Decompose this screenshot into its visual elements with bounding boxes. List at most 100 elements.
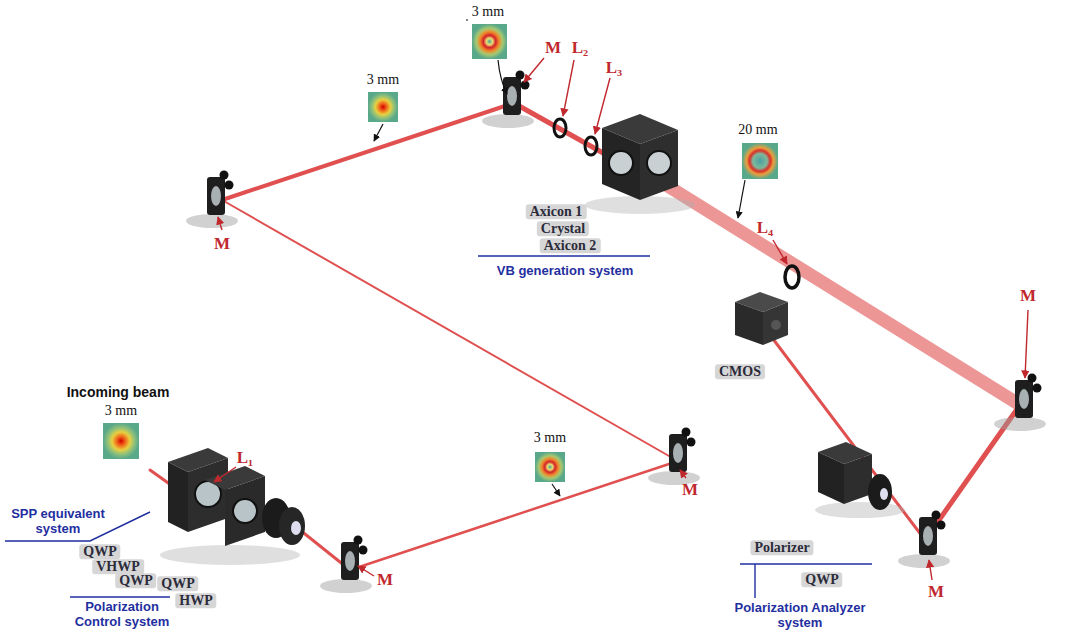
laser-beam: [350, 463, 672, 570]
analyzer-and-camera: [735, 302, 763, 345]
component-tag: M: [377, 571, 393, 590]
leader-arrow: [595, 78, 610, 134]
inset-pointer: [374, 124, 383, 141]
spp-and-polarization-optics: [160, 545, 300, 565]
spp-and-polarization-optics: [225, 476, 265, 546]
component-tag: M: [1020, 287, 1036, 306]
system-name: VB generation system: [497, 264, 634, 279]
group-bracket: [754, 564, 755, 598]
vb-generation-optics: [602, 128, 640, 200]
component-name: Crystal: [537, 221, 589, 236]
spp-and-polarization-optics: [160, 448, 305, 565]
spp-and-polarization-optics: [279, 507, 305, 545]
inset-pointer: [552, 484, 560, 496]
component-name: QWP: [115, 573, 156, 588]
laser-beam: [150, 102, 1020, 570]
beam-profile-inset: [472, 24, 507, 59]
system-name: Polarization Analyzer system: [720, 601, 880, 630]
component-name: HWP: [175, 593, 216, 608]
analyzer-and-camera: [844, 454, 872, 504]
vb-generation-optics: [585, 137, 597, 155]
mirror-mount: [898, 511, 950, 569]
inset-pointer: [374, 60, 745, 496]
leader-arrow: [680, 470, 686, 478]
component-name: QWP: [801, 572, 842, 587]
vb-generation-optics: [647, 151, 671, 175]
dimension-label: 3 mm: [105, 403, 137, 418]
analyzer-and-camera: [763, 302, 788, 345]
inset-pointer: [738, 180, 745, 218]
leader-arrow: [929, 560, 932, 580]
vb-generation-optics: [554, 114, 799, 288]
component-name: Axicon 2: [540, 238, 601, 253]
component-name: Axicon 1: [526, 204, 587, 219]
beam-profile-inset: [103, 423, 139, 459]
analyzer-and-camera: [735, 292, 905, 518]
component-name: CMOS: [715, 364, 765, 379]
analyzer-and-camera: [771, 320, 781, 330]
component-tag: M: [214, 235, 230, 254]
dimension-label: 3 mm: [472, 4, 504, 19]
vb-generation-optics: [785, 266, 799, 288]
mirror-mount: [994, 374, 1046, 432]
vb-generation-optics: [640, 130, 678, 200]
laser-beam: [222, 200, 676, 460]
leader-arrow: [214, 467, 236, 482]
component-name: QWP: [79, 544, 120, 559]
inset-pointer: [498, 60, 507, 94]
component-tag: L₃: [606, 59, 622, 78]
dimension-arrow: [466, 19, 468, 20]
component-tag: M: [545, 39, 561, 58]
leader-arrow: [1025, 310, 1028, 378]
laser-beam: [300, 530, 345, 566]
system-name: Polarization Control system: [72, 600, 172, 629]
component-tag: L₄: [757, 219, 773, 238]
spp-and-polarization-optics: [233, 499, 257, 523]
mirror-mount: [320, 536, 372, 594]
leader-arrow: [773, 240, 787, 264]
laser-beam: [770, 335, 925, 540]
group-bracket: [5, 256, 872, 598]
beam-caption: Incoming beam: [67, 385, 170, 400]
dimension-label: 3 mm: [534, 430, 566, 445]
beam-profile-inset: [368, 92, 398, 122]
analyzer-and-camera: [880, 488, 888, 500]
component-tag: M: [928, 583, 944, 602]
vb-generation-optics: [609, 151, 633, 175]
vb-generation-optics: [554, 119, 566, 137]
group-bracket: [70, 596, 170, 597]
dimension-label: 3 mm: [367, 72, 399, 87]
dimension-arrow: [104, 20, 468, 421]
analyzer-and-camera: [818, 452, 844, 504]
beam-profile-inset: [535, 452, 565, 482]
spp-and-polarization-optics: [188, 458, 228, 532]
beam-profile-inset: [103, 24, 778, 482]
dimension-label: 20 mm: [738, 122, 777, 137]
leader-arrow: [524, 58, 544, 82]
laser-beam: [222, 105, 508, 200]
laser-beam: [650, 175, 1020, 405]
spp-and-polarization-optics: [291, 521, 301, 535]
laser-beam: [512, 102, 612, 158]
leader-arrow: [218, 217, 222, 230]
beam-profile-inset: [742, 143, 778, 179]
group-bracket: [478, 255, 650, 256]
mirror-mount: [186, 171, 238, 229]
leader-arrow: [563, 60, 574, 116]
system-name: SPP equivalent system: [2, 507, 114, 536]
component-name: QWP: [157, 576, 198, 591]
leader-arrow: [214, 58, 1028, 580]
leader-arrow: [358, 566, 374, 576]
analyzer-and-camera: [815, 502, 905, 518]
component-tag: L₁: [237, 449, 253, 468]
mirror-mount: [186, 71, 1046, 594]
component-name: Polarizer: [750, 540, 813, 555]
component-tag: L₂: [572, 39, 588, 58]
analyzer-and-camera: [868, 474, 892, 510]
component-tag: M: [682, 481, 698, 500]
group-bracket: [740, 563, 872, 564]
